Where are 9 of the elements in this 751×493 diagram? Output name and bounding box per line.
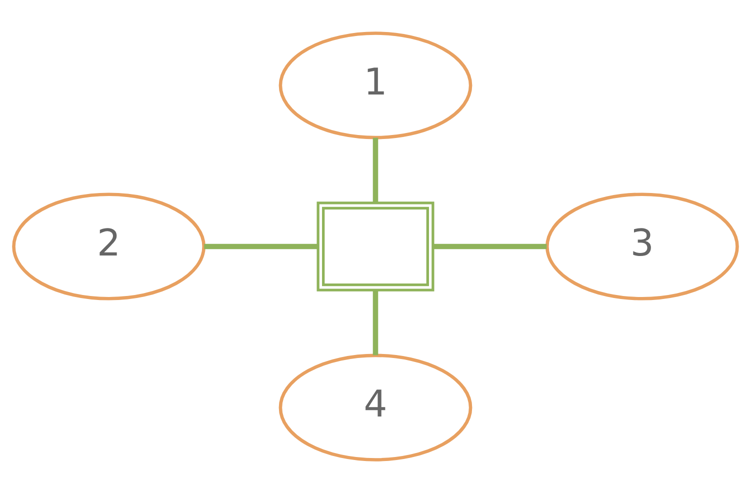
connector bbox=[433, 244, 547, 250]
connector bbox=[372, 290, 378, 356]
node-ellipse: 2 bbox=[12, 192, 206, 300]
connector bbox=[372, 138, 378, 203]
node-ellipse: 3 bbox=[545, 192, 739, 300]
connector bbox=[204, 244, 318, 250]
node-ellipse: 1 bbox=[278, 32, 472, 140]
node-ellipse: 4 bbox=[278, 354, 472, 462]
node-box bbox=[316, 202, 434, 292]
